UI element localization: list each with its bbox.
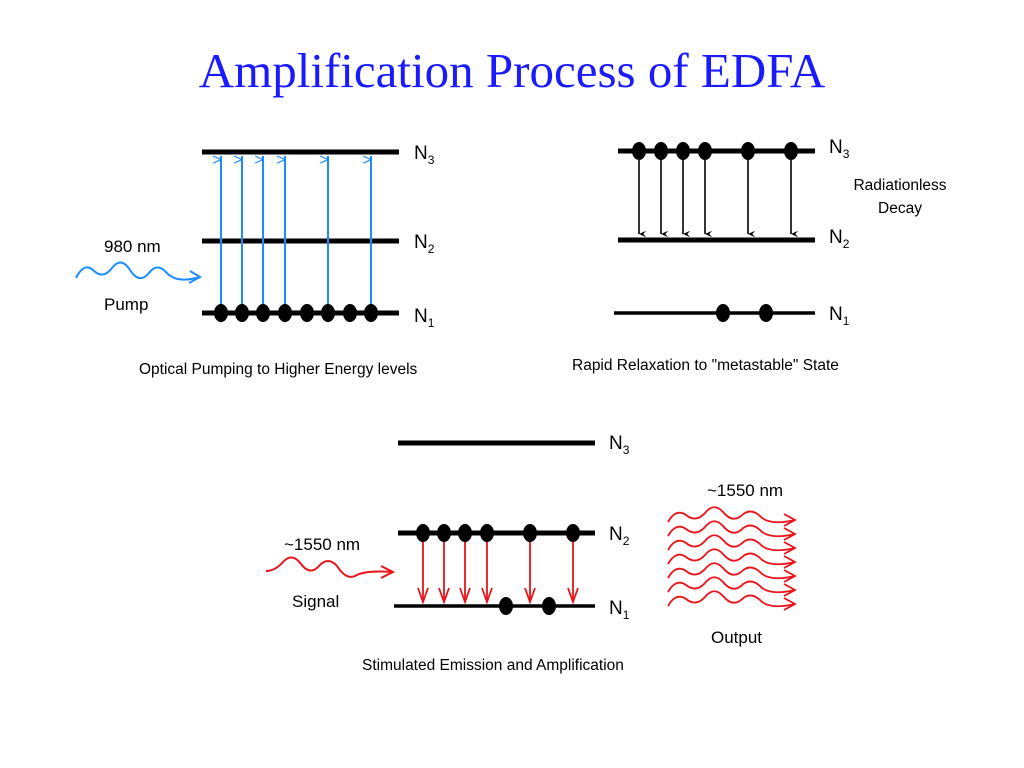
electron-dot [256, 304, 270, 322]
level-n1-label: N1 [829, 304, 850, 328]
signal-wavelength: ~1550 nm [284, 535, 360, 554]
relax-panel: N3 N2 N1 Radiationless Decay Rapid Relax… [572, 137, 947, 374]
relax-caption: Rapid Relaxation to "metastable" State [572, 357, 839, 374]
pump-panel: 980 nm Pump N3 N2 N1 Optical Pumping to … [75, 143, 435, 378]
electron-dot [437, 524, 451, 542]
level-n3-label: N3 [414, 143, 435, 167]
electron-dot [499, 597, 513, 615]
electron-dot [480, 524, 494, 542]
n2-electrons [416, 524, 580, 542]
output-wave [667, 576, 797, 597]
emission-arrow [524, 540, 536, 605]
emission-arrow [567, 540, 579, 605]
emission-arrow [481, 540, 493, 605]
pump-label: Pump [104, 295, 148, 314]
electron-dot [676, 142, 690, 160]
output-wave [667, 562, 797, 583]
electron-dot [364, 304, 378, 322]
electron-dot [542, 597, 556, 615]
emission-caption: Stimulated Emission and Amplification [362, 657, 624, 674]
level-n2-label: N2 [609, 524, 630, 548]
output-waves [667, 506, 797, 611]
decay-note-line2: Decay [878, 200, 922, 217]
decay-arrows [638, 158, 799, 238]
output-wavelength: ~1550 nm [707, 481, 783, 500]
electron-dot [698, 142, 712, 160]
decay-note-line1: Radiationless [853, 177, 946, 194]
n1-electrons [214, 304, 378, 322]
output-wave [667, 548, 797, 569]
pump-arrows [212, 155, 373, 310]
electron-dot [741, 142, 755, 160]
pump-caption: Optical Pumping to Higher Energy levels [139, 361, 418, 378]
electron-dot [759, 304, 773, 322]
signal-label: Signal [292, 592, 339, 611]
level-n3-label: N3 [829, 137, 850, 161]
electron-dot [523, 524, 537, 542]
emission-arrows [417, 540, 579, 605]
electron-dot [343, 304, 357, 322]
emission-panel: ~1550 nm Signal [265, 433, 797, 674]
electron-dot [278, 304, 292, 322]
output-label: Output [711, 628, 762, 647]
electron-dot [416, 524, 430, 542]
electron-dot [214, 304, 228, 322]
electron-dot [300, 304, 314, 322]
n1-electrons [499, 597, 556, 615]
electron-dot [632, 142, 646, 160]
output-wave [667, 590, 797, 611]
electron-dot [566, 524, 580, 542]
emission-arrow [438, 540, 450, 605]
n3-electrons [632, 142, 798, 160]
pump-wavelength: 980 nm [104, 237, 161, 256]
slide-title: Amplification Process of EDFA [198, 43, 826, 98]
level-n2-label: N2 [829, 227, 850, 251]
output-wave [667, 520, 797, 541]
n1-electrons [716, 304, 773, 322]
signal-wave [265, 556, 396, 579]
level-n2-label: N2 [414, 232, 435, 256]
electron-dot [235, 304, 249, 322]
electron-dot [321, 304, 335, 322]
level-n1-label: N1 [609, 598, 630, 622]
electron-dot [654, 142, 668, 160]
level-n3-label: N3 [609, 433, 630, 457]
emission-arrow [417, 540, 429, 605]
level-n1-label: N1 [414, 306, 435, 330]
pump-wave [75, 261, 203, 284]
output-wave [667, 506, 797, 527]
emission-arrow [459, 540, 471, 605]
electron-dot [716, 304, 730, 322]
electron-dot [784, 142, 798, 160]
output-wave [667, 534, 797, 555]
electron-dot [458, 524, 472, 542]
